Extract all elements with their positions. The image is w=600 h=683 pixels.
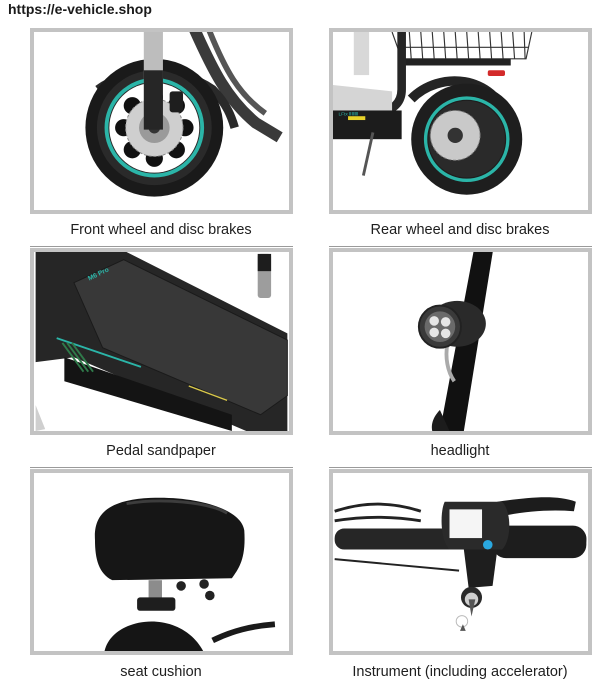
rear-wheel-image: LFtx ⅡⅢⅢ [333, 32, 533, 195]
basket-icon [391, 32, 533, 60]
pedal-deck-image: M6 Pro [35, 252, 288, 431]
caption-seat: seat cushion [120, 664, 202, 680]
headlight-image [417, 252, 493, 431]
panel-headlight [329, 248, 592, 435]
panel-front-wheel [30, 28, 293, 214]
caption-headlight: headlight [430, 443, 490, 459]
seat-icon [94, 497, 245, 581]
panel-instrument [329, 469, 592, 655]
svg-text:LFtx ⅡⅢⅢ: LFtx ⅡⅢⅢ [338, 111, 358, 117]
display-icon [441, 501, 510, 550]
headlight-icon [417, 300, 486, 349]
front-wheel-image [85, 32, 283, 197]
instrument-image [334, 497, 587, 631]
divider [329, 467, 592, 468]
panel-rear-wheel: LFtx ⅡⅢⅢ [329, 28, 592, 214]
caption-front-wheel: Front wheel and disc brakes [70, 222, 252, 238]
divider [30, 467, 293, 468]
panel-seat [30, 469, 293, 655]
caption-rear-wheel: Rear wheel and disc brakes [370, 222, 550, 238]
site-url: https://e-vehicle.shop [8, 1, 152, 17]
divider [30, 246, 293, 247]
caption-instrument: Instrument (including accelerator) [352, 664, 568, 680]
seat-cushion-image [94, 497, 276, 651]
wheel-icon [411, 83, 523, 195]
caption-pedal: Pedal sandpaper [106, 443, 216, 459]
divider [329, 246, 592, 247]
panel-pedal: M6 Pro [30, 248, 293, 435]
